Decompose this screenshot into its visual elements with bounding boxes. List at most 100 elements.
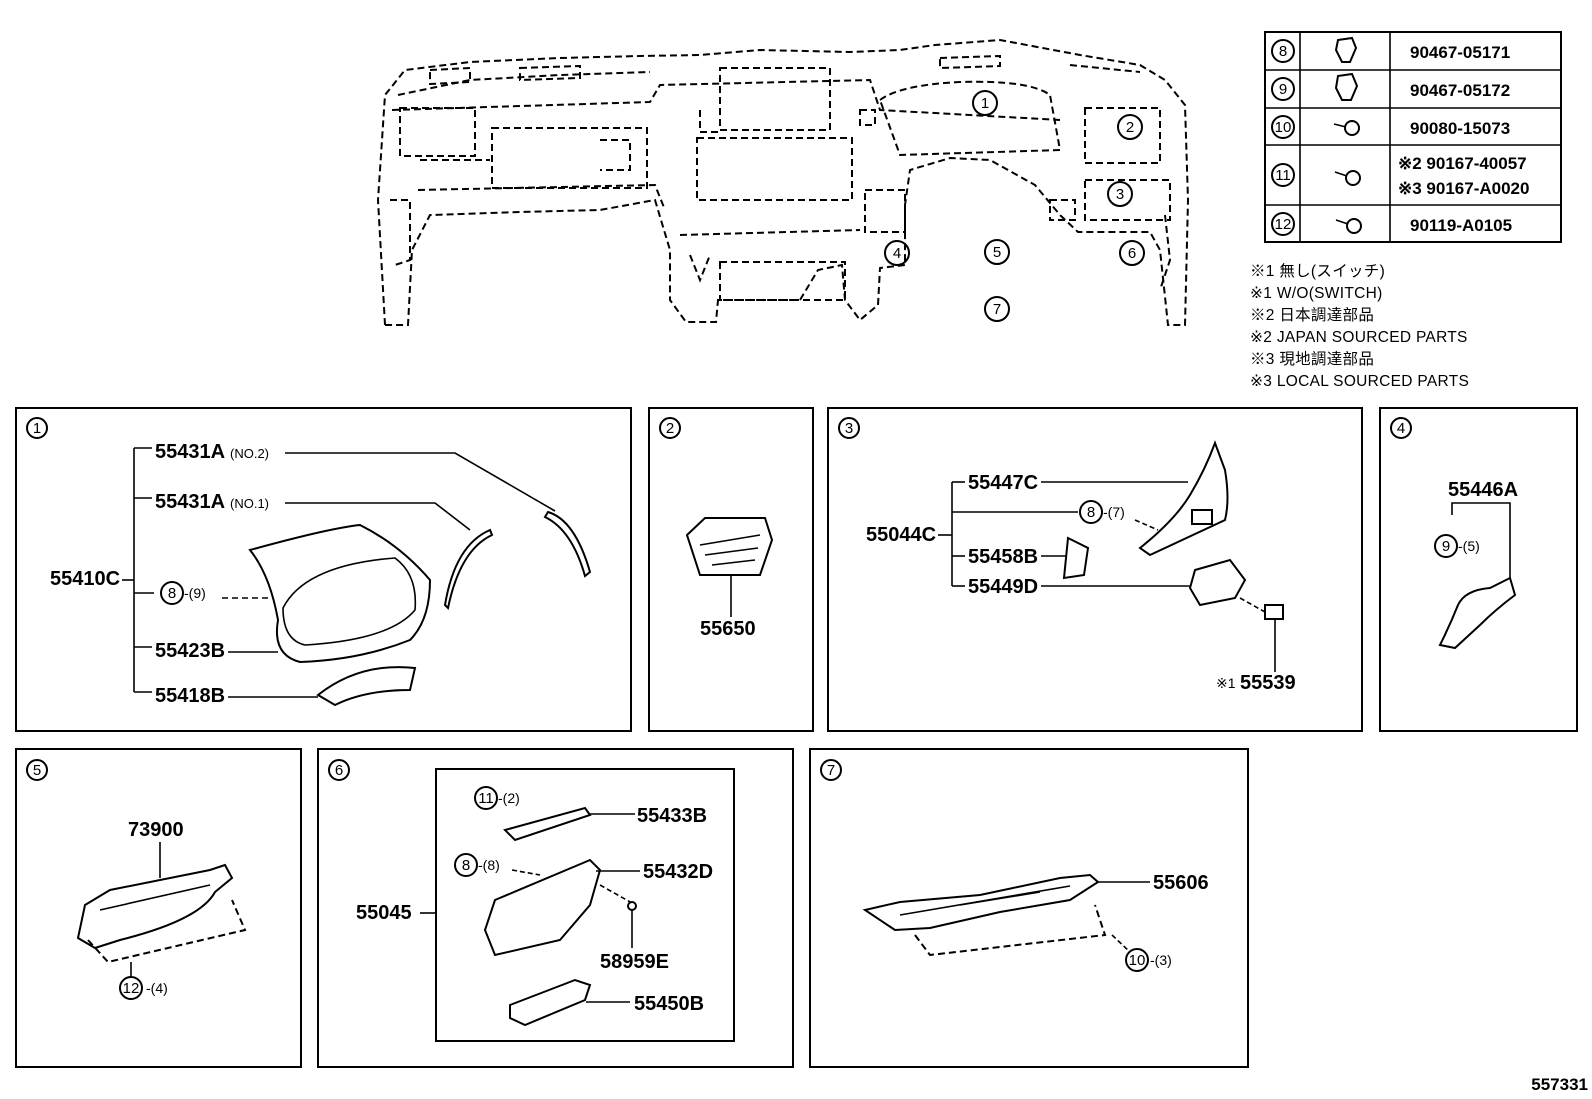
fastener-table: 8 90467-05171 9 90467-05172 10 90080-150… [1264, 31, 1562, 243]
part-number[interactable]: 55431A [155, 491, 225, 513]
svg-text:8: 8 [168, 585, 176, 602]
part-number[interactable]: 55447C [968, 472, 1038, 494]
svg-text:※3 LOCAL SOURCED PARTS: ※3 LOCAL SOURCED PARTS [1250, 373, 1469, 390]
part-number[interactable]: 55458B [968, 546, 1038, 568]
clip-part [1062, 536, 1090, 580]
svg-text:※3 90167-A0020: ※3 90167-A0020 [1398, 179, 1529, 198]
part-number[interactable]: 73900 [128, 819, 184, 841]
switch-part [1264, 604, 1284, 620]
svg-text:8: 8 [1087, 504, 1095, 521]
svg-text:12: 12 [1275, 216, 1292, 233]
dashboard-callout-7[interactable]: 7 [984, 296, 1010, 322]
svg-text:※2 日本調達部品: ※2 日本調達部品 [1250, 306, 1374, 324]
svg-text:6: 6 [1128, 245, 1136, 262]
svg-text:10: 10 [1275, 119, 1292, 136]
vent-part [685, 517, 774, 576]
svg-text:4: 4 [1397, 420, 1405, 437]
svg-text:-(7): -(7) [1103, 504, 1125, 520]
svg-text:2: 2 [666, 420, 674, 437]
svg-text:3: 3 [1116, 186, 1124, 203]
lower-trim-part [316, 666, 417, 707]
screw-icon [1333, 120, 1360, 136]
part-number[interactable]: 55045 [356, 902, 412, 924]
dashboard-callout-5[interactable]: 5 [984, 239, 1010, 265]
part-number[interactable]: 55449D [968, 576, 1038, 598]
dashboard-callout-6[interactable]: 6 [1119, 240, 1145, 266]
dashboard-callout-1[interactable]: 1 [972, 90, 998, 116]
table-row: 12 90119-A0105 [1271, 212, 1512, 236]
svg-text:10: 10 [1129, 952, 1146, 969]
part-number[interactable]: 58959E [600, 951, 669, 973]
svg-text:2: 2 [1126, 119, 1134, 136]
dashboard-overview: 1 2 3 4 5 6 7 [376, 38, 1190, 326]
dashboard-callout-4[interactable]: 4 [884, 240, 910, 266]
svg-text:11: 11 [478, 790, 494, 807]
table-row: 10 90080-15073 [1271, 115, 1510, 139]
notes: ※1 無し(スイッチ) ※1 W/O(SWITCH) ※2 日本調達部品 ※2 … [1250, 262, 1469, 390]
svg-text:8: 8 [462, 857, 470, 874]
svg-text:4: 4 [893, 245, 901, 262]
svg-text:※1 無し(スイッチ): ※1 無し(スイッチ) [1250, 262, 1385, 280]
svg-text:1: 1 [981, 95, 989, 112]
svg-text:-(2): -(2) [498, 790, 520, 806]
part-number[interactable]: 55418B [155, 685, 225, 707]
panel-4: 4 55446A 9 -(5) [1379, 407, 1578, 732]
panel-3: 3 55044C 55447C 8 -(7) 55458B 55449D ※1 … [827, 407, 1363, 732]
svg-text:5: 5 [993, 244, 1001, 261]
svg-text:-(9): -(9) [184, 585, 206, 601]
panel-1: 1 55410C 55431A (NO.2) 55431A (NO.1) 8 -… [15, 407, 632, 732]
svg-text:※1 W/O(SWITCH): ※1 W/O(SWITCH) [1250, 285, 1383, 302]
part-number[interactable]: 55450B [634, 993, 704, 1015]
part-number[interactable]: 55423B [155, 640, 225, 662]
svg-text:11: 11 [1275, 167, 1291, 184]
clip-icon [1334, 72, 1359, 101]
panel-6: 6 55045 11 -(2) 55433B 8 -(8) 55432D 589… [317, 748, 794, 1068]
bolt-icon [1335, 218, 1362, 234]
diagram-id: 557331 [1531, 1075, 1588, 1094]
svg-text:※1: ※1 [1216, 675, 1236, 691]
svg-text:5: 5 [33, 762, 41, 779]
svg-text:7: 7 [827, 762, 835, 779]
part-number[interactable]: 55433B [637, 805, 707, 827]
svg-text:(NO.1): (NO.1) [230, 496, 269, 511]
svg-text:9: 9 [1279, 81, 1287, 98]
switch-bracket-part [1188, 558, 1247, 607]
svg-text:-(3): -(3) [1150, 952, 1172, 968]
svg-text:12: 12 [123, 980, 140, 997]
part-number[interactable]: 55431A [155, 441, 225, 463]
svg-text:90467-05171: 90467-05171 [1410, 43, 1510, 62]
under-cover-part [862, 873, 1100, 932]
dashboard-callout-3[interactable]: 3 [1107, 181, 1133, 207]
svg-text:7: 7 [993, 301, 1001, 318]
panel-5: 5 73900 12 -(4) [15, 748, 302, 1068]
panel-7: 7 55606 10 -(3) [809, 748, 1249, 1068]
svg-text:-(8): -(8) [478, 857, 500, 873]
svg-text:1: 1 [33, 420, 41, 437]
part-number[interactable]: 55044C [866, 524, 936, 546]
part-number[interactable]: 55539 [1240, 672, 1296, 694]
trim-panel-part [1438, 576, 1517, 650]
part-number[interactable]: 55606 [1153, 872, 1209, 894]
part-number[interactable]: 55432D [643, 861, 713, 883]
glove-box-door-part [483, 858, 602, 957]
part-number[interactable]: 55446A [1448, 479, 1518, 501]
panel-cover-part [1138, 440, 1229, 557]
trim-strip-no2 [543, 510, 592, 578]
dashboard-callout-2[interactable]: 2 [1117, 114, 1143, 140]
clip-icon [1334, 36, 1358, 63]
svg-text:※2 90167-40057: ※2 90167-40057 [1398, 154, 1527, 173]
trim-strip-no1 [443, 528, 494, 611]
bracket-part [503, 806, 592, 842]
svg-text:6: 6 [335, 762, 343, 779]
part-number[interactable]: 55410C [50, 568, 120, 590]
svg-text:90119-A0105: 90119-A0105 [1410, 216, 1512, 235]
svg-text:-(4): -(4) [146, 980, 168, 996]
svg-text:9: 9 [1442, 538, 1450, 555]
part-number[interactable]: 55650 [700, 618, 756, 640]
table-row: 11 ※2 90167-40057 ※3 90167-A0020 [1271, 154, 1529, 198]
svg-text:(NO.2): (NO.2) [230, 446, 269, 461]
table-row: 8 90467-05171 [1271, 36, 1510, 63]
lower-cover-part [76, 863, 234, 950]
panel-2: 2 55650 [648, 407, 814, 732]
